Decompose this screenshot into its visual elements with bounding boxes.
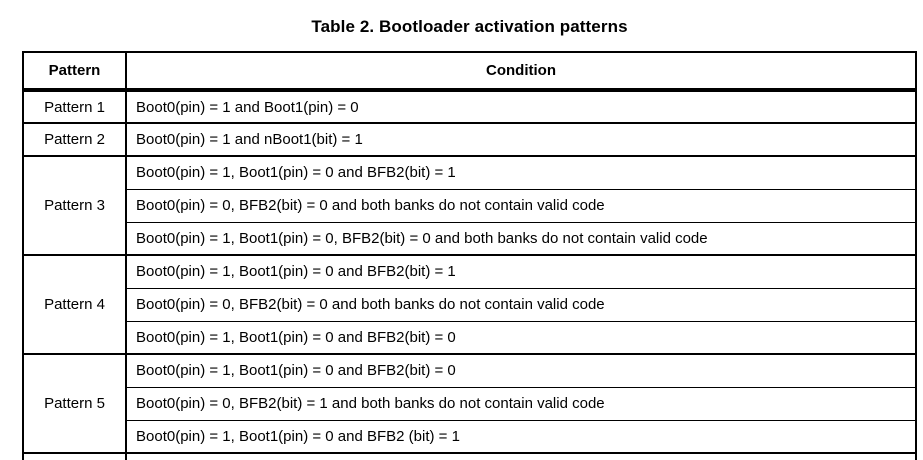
condition-cell: Boot0(pin) = 1, Boot1(pin) = 0 and BFB2(… [126, 320, 916, 354]
table-row: Pattern 3 Boot0(pin) = 1, Boot1(pin) = 0… [23, 155, 916, 255]
table-row: Boot0(pin) = 1, Boot1(pin) = 0 and BFB2(… [23, 320, 916, 354]
column-header-condition: Condition [126, 52, 916, 92]
pattern-cell: Pattern 1 [23, 89, 127, 123]
condition-highlight: Condition [486, 62, 556, 79]
pattern-cell: Pattern 2 [23, 122, 127, 156]
table-row: Boot0(pin) = 1, Boot1(pin) = 0, BFB2(bit… [23, 221, 916, 255]
column-header-pattern: Pattern [23, 52, 127, 92]
condition-cell: Boot0(pin) = 1, Boot1(pin) = 0 and BFB2(… [126, 353, 916, 387]
table-row: Boot0(pin) = 0, BFB2(bit) = 0 and both b… [23, 287, 916, 321]
table-row: Boot0(pin) = 1, Boot1(pin) = 0 and BFB2 … [23, 419, 916, 453]
condition-cell: Boot0(pin) = 1 and nBoot1(bit) = 1 [126, 122, 916, 156]
table-caption: Table 2. Bootloader activation patterns [311, 17, 628, 36]
condition-cell: Boot0(pin) = 1 and Boot1(pin) = 0 [126, 89, 916, 123]
pattern-cell: Pattern 5 [23, 353, 127, 453]
condition-cell: Boot0(pin) = 0, BFB2(bit) = 0 and both b… [126, 287, 916, 321]
table-row: Boot0(pin) = 0, BFB2(bit) = 1 and both b… [23, 386, 916, 420]
pattern5-highlight: Pattern 5 [44, 395, 105, 412]
table-row: Pattern 5 Boot0(pin) = 1, Boot1(pin) = 0… [23, 353, 916, 453]
condition-cell: Boot0(pin) = 1, Boot1(pin) = 0 and BFB2 … [126, 419, 916, 453]
condition-cell [126, 452, 916, 460]
table-row: Pattern 1 Boot0(pin) = 1 and Boot1(pin) … [23, 89, 916, 123]
table-row: Pattern 4 Boot0(pin) = 1, Boot1(pin) = 0… [23, 254, 916, 354]
condition-cell: Boot0(pin) = 1, Boot1(pin) = 0 and BFB2(… [126, 155, 916, 189]
pattern-cell: Pattern 3 [23, 155, 127, 255]
pattern-cell [23, 452, 127, 460]
table-row: Pattern 2 Boot0(pin) = 1 and nBoot1(bit)… [23, 122, 916, 156]
condition-cell: Boot0(pin) = 0, BFB2(bit) = 0 and both b… [126, 188, 916, 222]
partial-table-row [23, 452, 916, 460]
table-row: Boot0(pin) = 0, BFB2(bit) = 0 and both b… [23, 188, 916, 222]
pattern-cell: Pattern 4 [23, 254, 127, 354]
condition-cell: Boot0(pin) = 1, Boot1(pin) = 0 and BFB2(… [126, 254, 916, 288]
bootloader-activation-table: Pattern Condition Pattern 1 Boot0(pin) =… [22, 51, 917, 460]
table-header-row: Pattern Condition [23, 52, 916, 92]
condition-cell: Boot0(pin) = 1, Boot1(pin) = 0, BFB2(bit… [126, 221, 916, 255]
condition-cell: Boot0(pin) = 0, BFB2(bit) = 1 and both b… [126, 386, 916, 420]
